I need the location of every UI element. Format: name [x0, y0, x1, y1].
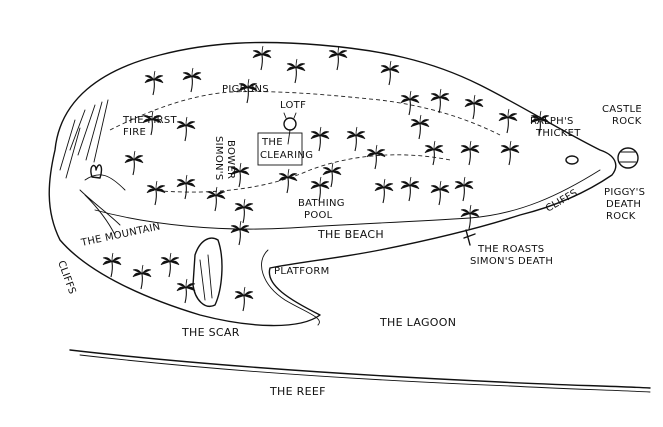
palm-tree-icon — [380, 60, 400, 86]
palm-tree-icon — [322, 162, 342, 188]
label-first-fire-line1: THE FIRST — [122, 115, 178, 126]
palm-tree-icon — [460, 204, 480, 230]
palm-tree-icon — [430, 180, 450, 206]
label-beach: THE BEACH — [317, 228, 384, 241]
palm-tree-icon — [182, 67, 202, 93]
palm-tree-icon — [278, 168, 298, 194]
palm-tree-icon — [230, 220, 250, 246]
label-scar: THE SCAR — [181, 326, 240, 339]
palm-tree-icon — [460, 140, 480, 166]
pig-head-icon — [283, 112, 297, 145]
island-outline — [48, 41, 617, 327]
palm-tree-icon — [430, 88, 450, 114]
palm-tree-icon — [530, 110, 550, 136]
palm-tree-icon — [102, 252, 122, 278]
palm-tree-icon — [142, 110, 162, 136]
palm-tree-icon — [374, 178, 394, 204]
palm-tree-icon — [176, 116, 196, 142]
castle-rock — [617, 147, 639, 169]
label-bathing-pool-line1: BATHING — [298, 198, 345, 209]
pig-trail — [149, 154, 451, 193]
palm-tree-icon — [238, 78, 258, 104]
label-first-fire-line2: FIRE — [123, 127, 146, 138]
label-clearing-line1: THE — [261, 137, 283, 148]
label-pigruns: PIGRUNS — [222, 84, 269, 95]
label-lotf: LOTF — [280, 100, 306, 111]
palm-tree-icon — [146, 180, 166, 206]
label-roasts-line2: SIMON'S DEATH — [470, 256, 553, 267]
palm-tree-icon — [206, 186, 226, 212]
clearing-outline — [257, 132, 303, 166]
palm-tree-icon — [132, 264, 152, 290]
mountain-hatching — [59, 99, 126, 236]
palm-tree-icon — [234, 286, 254, 312]
palm-tree-icon — [160, 252, 180, 278]
reef-line — [69, 349, 651, 389]
palm-tree-icon — [410, 114, 430, 140]
palm-tree-icon — [366, 144, 386, 170]
palm-grove — [102, 45, 550, 312]
label-cliffs-left: CLIFFS — [55, 259, 77, 296]
label-ralphs-thicket-line2: THICKET — [535, 128, 581, 139]
label-castle-rock-line1: CASTLE — [602, 104, 642, 115]
label-simons-bower-line1: SIMON'S — [213, 136, 224, 180]
palm-tree-icon — [176, 174, 196, 200]
platform-spit — [261, 249, 320, 326]
label-piggys-death-rock-line3: ROCK — [606, 211, 636, 222]
label-reef: THE REEF — [269, 385, 326, 398]
beach-shoreline — [94, 169, 601, 230]
palm-tree-icon — [230, 162, 250, 188]
palm-tree-icon — [454, 176, 474, 202]
scar-cliff — [192, 237, 223, 307]
palm-tree-icon — [286, 58, 306, 84]
palm-tree-icon — [176, 278, 196, 304]
label-mountain: THE MOUNTAIN — [79, 221, 161, 249]
palm-tree-icon — [144, 70, 164, 96]
label-piggys-death-rock-line2: DEATH — [606, 199, 641, 210]
label-clearing-line2: CLEARING — [260, 150, 313, 161]
palm-tree-icon — [310, 126, 330, 152]
palm-tree-icon — [424, 140, 444, 166]
label-ralphs-thicket-line1: RALPH'S — [530, 116, 574, 127]
label-lagoon: THE LAGOON — [379, 316, 456, 329]
palm-tree-icon — [500, 140, 520, 166]
label-castle-rock-line2: ROCK — [612, 116, 642, 127]
fire-icon — [90, 164, 103, 179]
palm-tree-icon — [400, 176, 420, 202]
pig-trail — [109, 91, 501, 136]
label-bathing-pool-line2: POOL — [304, 210, 333, 221]
palm-tree-icon — [310, 176, 330, 202]
label-piggys-death-rock-line1: PIGGY'S — [604, 187, 645, 198]
label-simons-bower-line2: BOWER — [225, 140, 236, 179]
palm-tree-icon — [234, 198, 254, 224]
palm-tree-icon — [124, 150, 144, 176]
palm-tree-icon — [328, 45, 348, 71]
palm-tree-icon — [252, 45, 272, 71]
reef-line-inner — [79, 354, 651, 393]
palm-tree-icon — [498, 108, 518, 134]
label-platform: PLATFORM — [274, 266, 330, 277]
label-roasts-line1: THE ROASTS — [477, 244, 544, 255]
palm-tree-icon — [400, 90, 420, 116]
palm-tree-icon — [464, 94, 484, 120]
roasts-stake — [463, 229, 476, 246]
boulder-icon — [565, 155, 579, 165]
palm-tree-icon — [346, 126, 366, 152]
